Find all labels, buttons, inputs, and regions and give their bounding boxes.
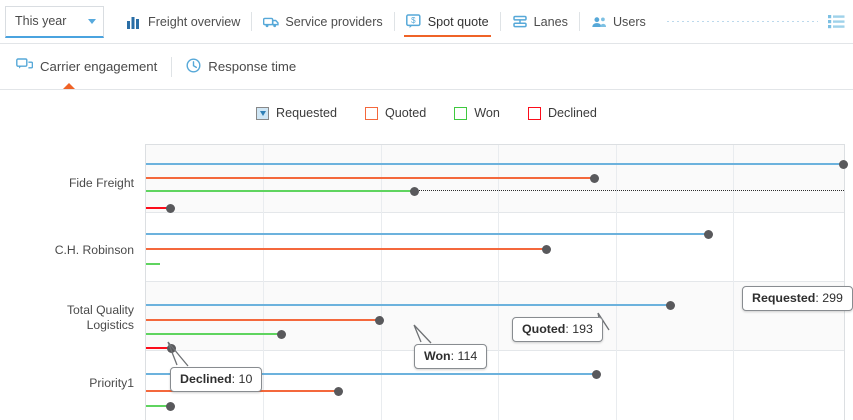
active-tab-caret-icon [62,82,75,89]
x-gridline [263,145,264,420]
category-divider [146,350,844,351]
tooltip-label: Won [424,349,451,363]
legend-label: Requested [276,106,337,120]
legend-item-quoted[interactable]: Quoted [364,106,427,120]
active-tab-underline [403,34,491,37]
x-gridline [498,145,499,420]
chevron-down-icon [88,18,96,24]
legend-label: Quoted [384,106,427,120]
sub-tab-bar: Carrier engagement Response time [0,44,853,90]
quote-bubble-icon: $ [406,14,422,30]
nav-item-label: Freight overview [148,14,241,29]
nav-item-freight-overview[interactable]: Freight overview [115,0,251,44]
tooltip-leader-lines [167,312,610,367]
legend-checkbox-won[interactable] [454,106,468,120]
data-point[interactable] [592,369,601,379]
y-axis-labels: Fide Freight C.H. Robinson Total Quality… [0,136,145,420]
y-axis-label-total-quality-logistics: Total Quality Logistics [66,303,134,332]
tab-label: Response time [208,59,297,74]
legend-checkbox-quoted[interactable] [364,106,378,120]
truck-icon [263,14,280,30]
tab-label: Carrier engagement [40,59,158,74]
tooltip-label: Declined [180,372,232,386]
data-point[interactable] [166,203,175,213]
tooltip-won[interactable]: Won: 114 [414,344,488,369]
tooltip-sep: : [815,291,823,305]
nav-item-label: Spot quote [427,14,489,29]
category-divider [146,281,844,282]
legend-label: Declined [547,106,597,120]
tab-response-time[interactable]: Response time [186,44,296,90]
x-gridline [733,145,734,420]
tab-carrier-engagement[interactable]: Carrier engagement [16,44,157,90]
legend-item-requested[interactable]: Requested [256,106,337,120]
top-navigation-bar: This year Freight overview Service provi… [0,0,853,44]
data-point[interactable] [704,229,713,239]
tooltip-sep: : [565,322,573,336]
data-point[interactable] [277,329,286,339]
data-point[interactable] [166,401,175,411]
legend-checkbox-declined[interactable] [527,106,541,120]
category-divider [146,212,844,213]
data-point[interactable] [334,386,343,396]
y-axis-label-fide-freight: Fide Freight [68,176,134,190]
tooltip-value: 10 [238,372,253,386]
nav-items: Freight overview Service providers $ Spo… [115,0,657,44]
nav-item-lanes[interactable]: Lanes [501,0,579,44]
data-point[interactable] [375,315,384,325]
legend-label: Won [474,106,500,120]
nav-item-label: Users [612,14,646,29]
data-point[interactable] [666,300,675,310]
tooltip-value: 299 [822,291,843,305]
chat-bubbles-icon [16,58,34,75]
nav-item-spot-quote[interactable]: $ Spot quote [395,0,500,44]
nav-item-users[interactable]: Users [580,0,657,44]
x-gridline [381,145,382,420]
y-axis-label-ch-robinson: C.H. Robinson [54,243,134,257]
data-point[interactable] [839,159,848,169]
nav-separator [393,12,395,31]
period-select-dropdown[interactable]: This year [5,5,104,38]
data-point[interactable] [410,186,419,196]
nav-item-label: Lanes [533,14,568,29]
lanes-icon [512,14,528,30]
chart-plot-area [145,144,848,420]
data-point[interactable] [167,343,176,353]
tooltip-sep: : [231,372,239,386]
legend-item-won[interactable]: Won [454,106,500,120]
tooltip-label: Quoted [522,322,566,336]
sub-tab-separator [171,56,173,77]
value-guide-line [146,190,844,191]
tooltip-value: 193 [572,322,593,336]
nav-separator [578,12,580,31]
tooltip-quoted[interactable]: Quoted: 193 [512,317,603,342]
nav-separator [499,12,501,31]
tooltip-sep: : [450,349,458,363]
tooltip-label: Requested [752,291,816,305]
carrier-engagement-chart: Fide Freight C.H. Robinson Total Quality… [0,136,853,420]
data-point[interactable] [590,173,599,183]
download-arrow-icon [259,111,266,116]
nav-item-label: Service providers [285,14,383,29]
chart-legend: Requested Quoted Won Declined [0,90,853,136]
nav-separator [251,12,253,31]
legend-item-declined[interactable]: Declined [527,106,597,120]
period-select-value: This year [15,14,67,28]
y-axis-label-priority1: Priority1 [89,376,134,390]
bar-chart-icon [126,14,142,30]
x-gridline [616,145,617,420]
tooltip-value: 114 [457,349,478,363]
legend-checkbox-requested[interactable] [256,106,270,120]
tooltip-requested[interactable]: Requested: 299 [742,286,853,311]
svg-text:$: $ [411,16,416,25]
clock-icon [186,57,201,76]
nav-dotted-divider [666,21,818,22]
category-band-total-quality-logistics [146,282,844,350]
tooltip-declined[interactable]: Declined: 10 [170,367,263,392]
list-menu-icon[interactable] [828,14,845,29]
users-icon [591,14,607,30]
nav-item-service-providers[interactable]: Service providers [252,0,393,44]
data-point[interactable] [542,244,551,254]
